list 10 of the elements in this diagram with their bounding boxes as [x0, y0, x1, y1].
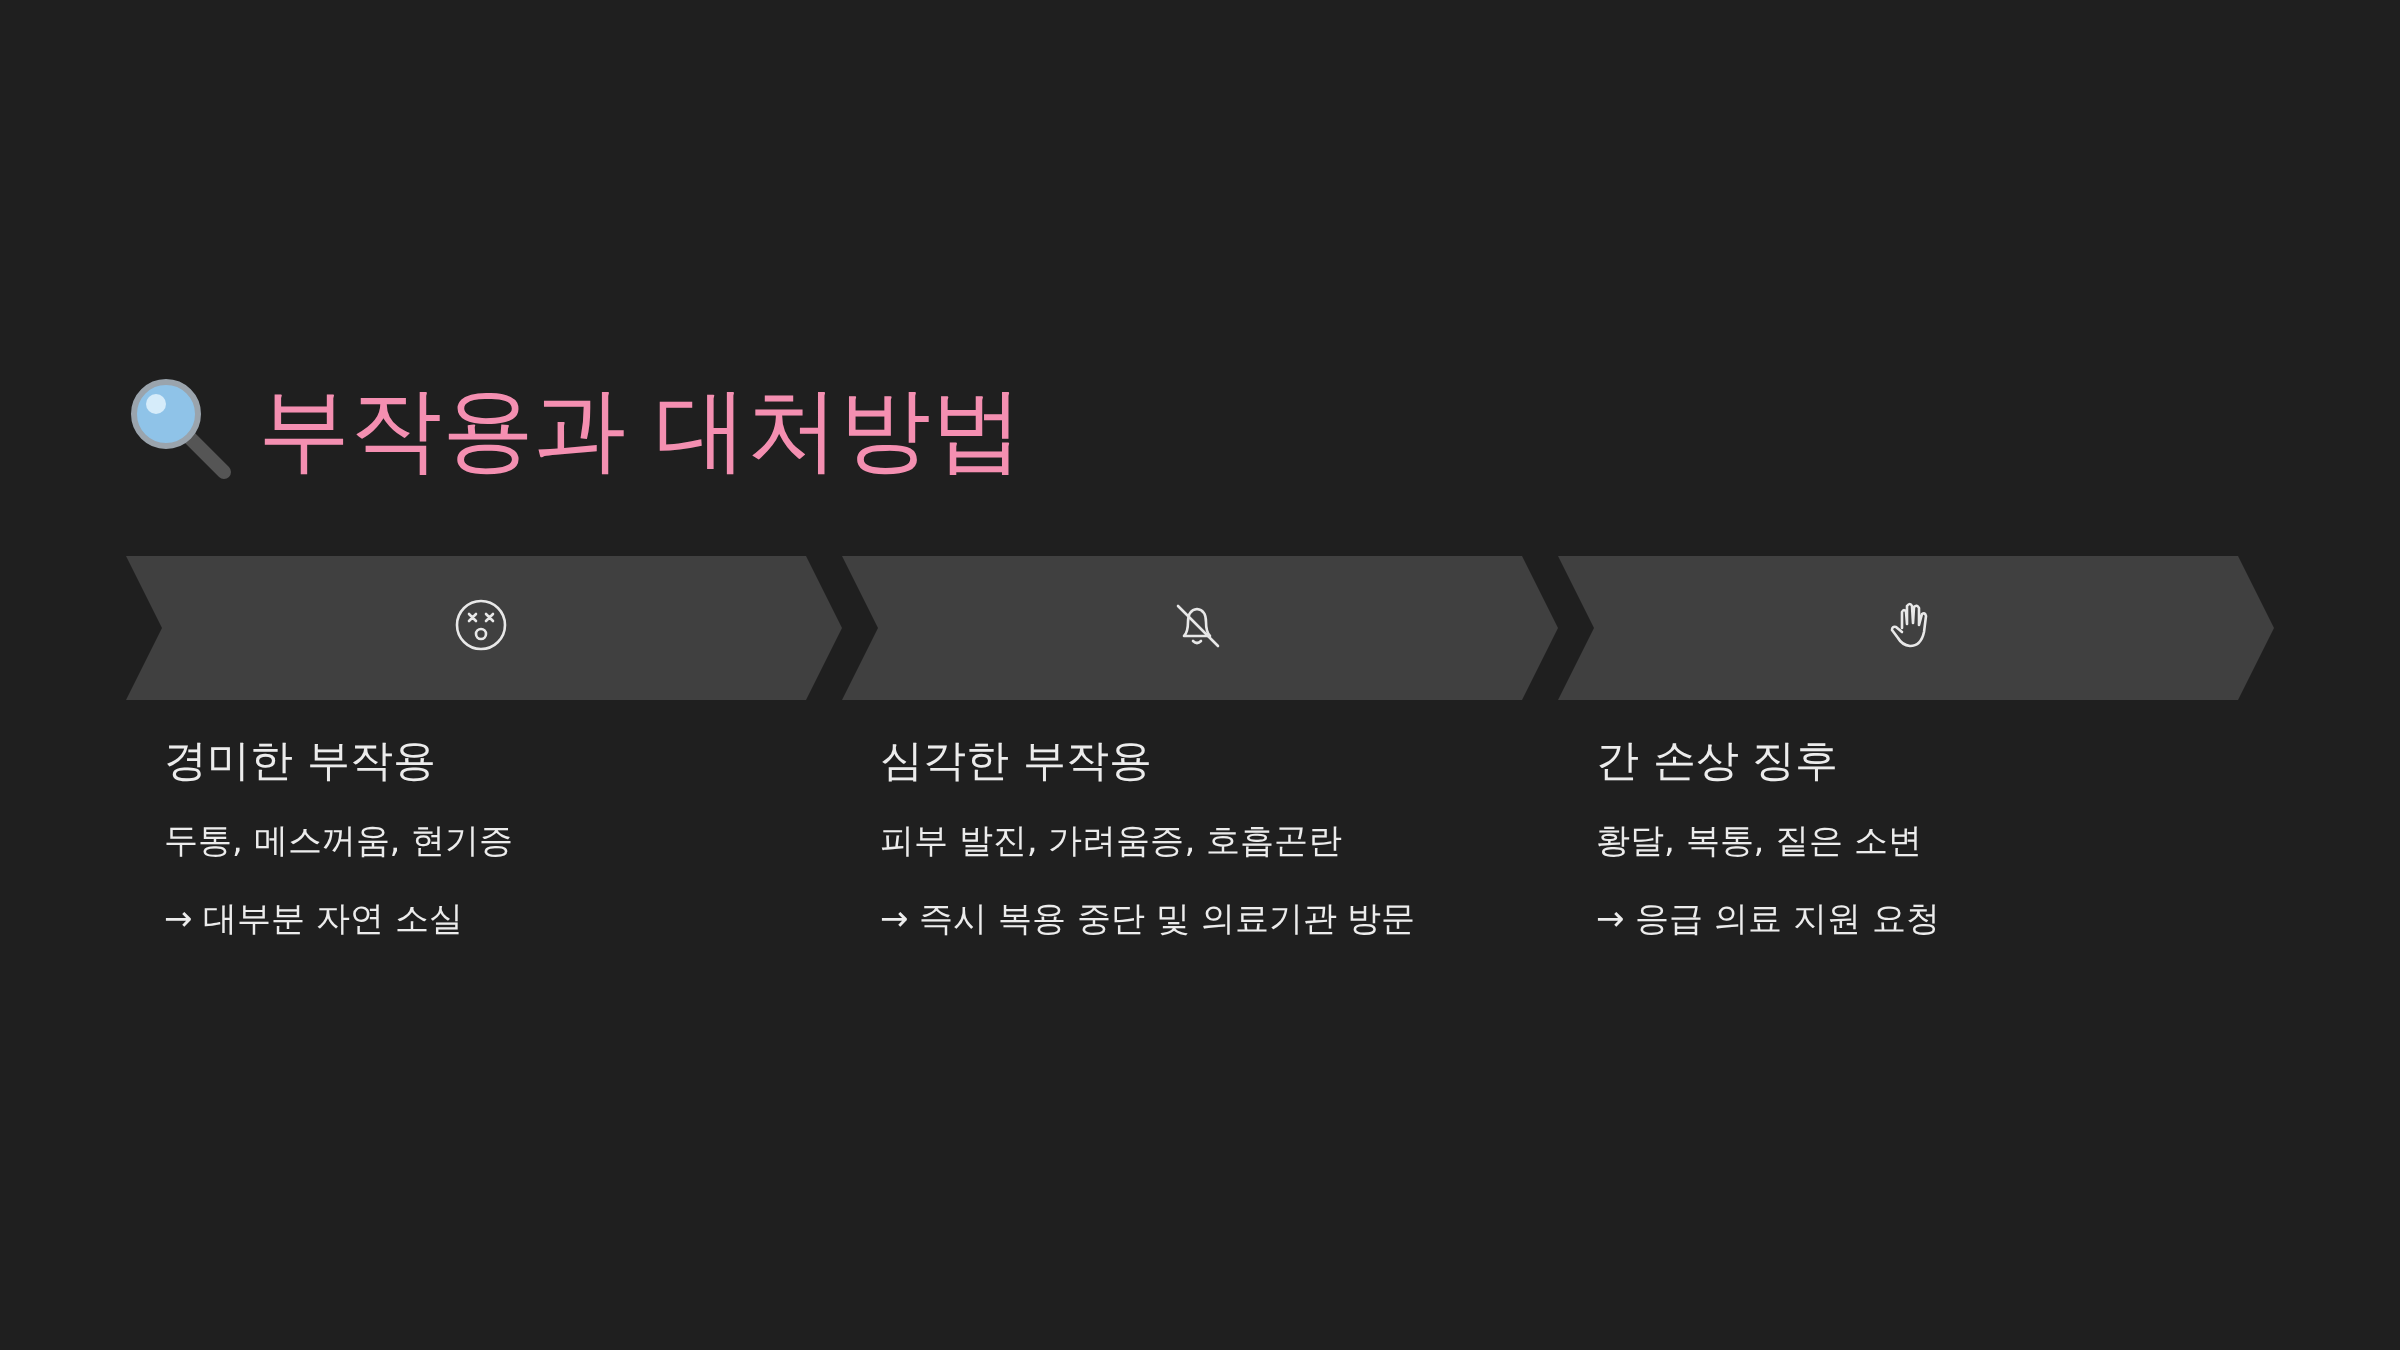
description: 두통, 메스꺼움, 현기증: [164, 819, 514, 862]
heading: 심각한 부작용: [880, 734, 1152, 787]
action-note: → 즉시 복용 중단 및 의료기관 방문: [880, 897, 1416, 940]
action-note: → 대부분 자연 소실: [164, 897, 463, 940]
description: 피부 발진, 가려움증, 호흡곤란: [880, 819, 1343, 862]
action-note: → 응급 의료 지원 요청: [1596, 897, 1940, 940]
description: 황달, 복통, 짙은 소변: [1596, 819, 1923, 862]
heading: 간 손상 징후: [1596, 734, 1839, 787]
title: 부작용과 대처방법: [258, 375, 1024, 485]
heading: 경미한 부작용: [164, 734, 436, 787]
